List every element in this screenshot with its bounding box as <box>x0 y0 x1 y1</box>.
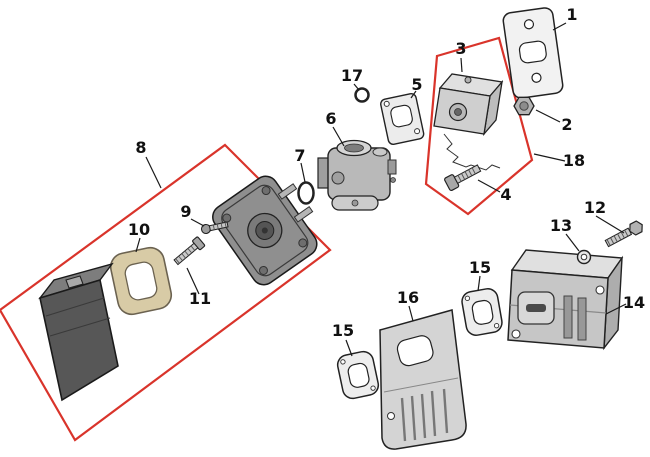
callout-label-3: 3 <box>455 39 466 58</box>
leader-line-14 <box>605 303 627 315</box>
callout-label-7: 7 <box>294 146 305 165</box>
leader-line-15b <box>345 339 353 357</box>
leader-line-16 <box>408 305 414 322</box>
callout-label-8: 8 <box>135 138 146 157</box>
carburetor-drawing <box>317 139 397 211</box>
muffler-drawing <box>507 249 624 351</box>
callout-label-16: 16 <box>397 288 419 307</box>
highlight-group-carb-mount <box>424 36 534 216</box>
callout-label-17: 17 <box>341 66 363 85</box>
leader-line-2 <box>535 109 561 123</box>
callout-label-13: 13 <box>550 216 572 235</box>
callout-label-14: 14 <box>623 293 645 312</box>
callout-label-10: 10 <box>128 220 150 239</box>
carburetor-gasket-drawing <box>380 92 425 145</box>
carburetor-bracket-drawing <box>433 73 504 137</box>
leader-line-9 <box>190 218 205 227</box>
callout-label-15a: 15 <box>469 258 491 277</box>
callout-label-9: 9 <box>180 202 191 221</box>
heat-shield-drawing <box>379 309 467 450</box>
leader-line-10 <box>135 237 141 253</box>
muffler-gasket-lower-drawing <box>336 350 380 400</box>
o-ring-small-drawing <box>354 87 370 103</box>
leader-line-18 <box>533 153 566 162</box>
leader-line-4 <box>477 179 501 193</box>
nut-drawing <box>513 96 535 116</box>
leader-line-11 <box>186 267 200 295</box>
callout-label-2: 2 <box>561 115 572 134</box>
linkage-wire <box>443 133 501 171</box>
washer-drawing <box>576 249 592 265</box>
leader-line-17 <box>353 83 360 91</box>
leader-line-12 <box>595 215 625 234</box>
callout-label-12: 12 <box>584 198 606 217</box>
callout-label-1: 1 <box>566 5 577 24</box>
leader-line-7 <box>300 162 306 183</box>
leader-line-1 <box>552 22 567 31</box>
air-filter-element-drawing <box>109 246 173 316</box>
bolt-4-drawing <box>444 164 482 192</box>
callout-label-5: 5 <box>411 75 422 94</box>
leader-line-13 <box>565 233 580 252</box>
bolt-12-drawing <box>604 220 643 248</box>
screw-11-drawing <box>173 236 206 266</box>
screw-9-drawing <box>200 221 229 235</box>
leader-line-5 <box>410 90 417 99</box>
o-ring-drawing <box>297 181 315 205</box>
muffler-gasket-upper-drawing <box>461 288 503 336</box>
callout-label-11: 11 <box>189 289 211 308</box>
leader-line-8 <box>145 156 162 189</box>
leader-line-3 <box>460 57 463 73</box>
rear-plate-gasket-drawing <box>502 7 564 99</box>
callout-label-18: 18 <box>563 151 585 170</box>
callout-label-15b: 15 <box>332 321 354 340</box>
leader-line-6 <box>332 126 345 147</box>
air-cleaner-backplate-drawing <box>212 175 318 286</box>
callout-label-4: 4 <box>500 185 511 204</box>
callout-label-6: 6 <box>325 109 336 128</box>
leader-line-15a <box>477 275 481 292</box>
air-cleaner-cover-drawing <box>38 262 119 402</box>
